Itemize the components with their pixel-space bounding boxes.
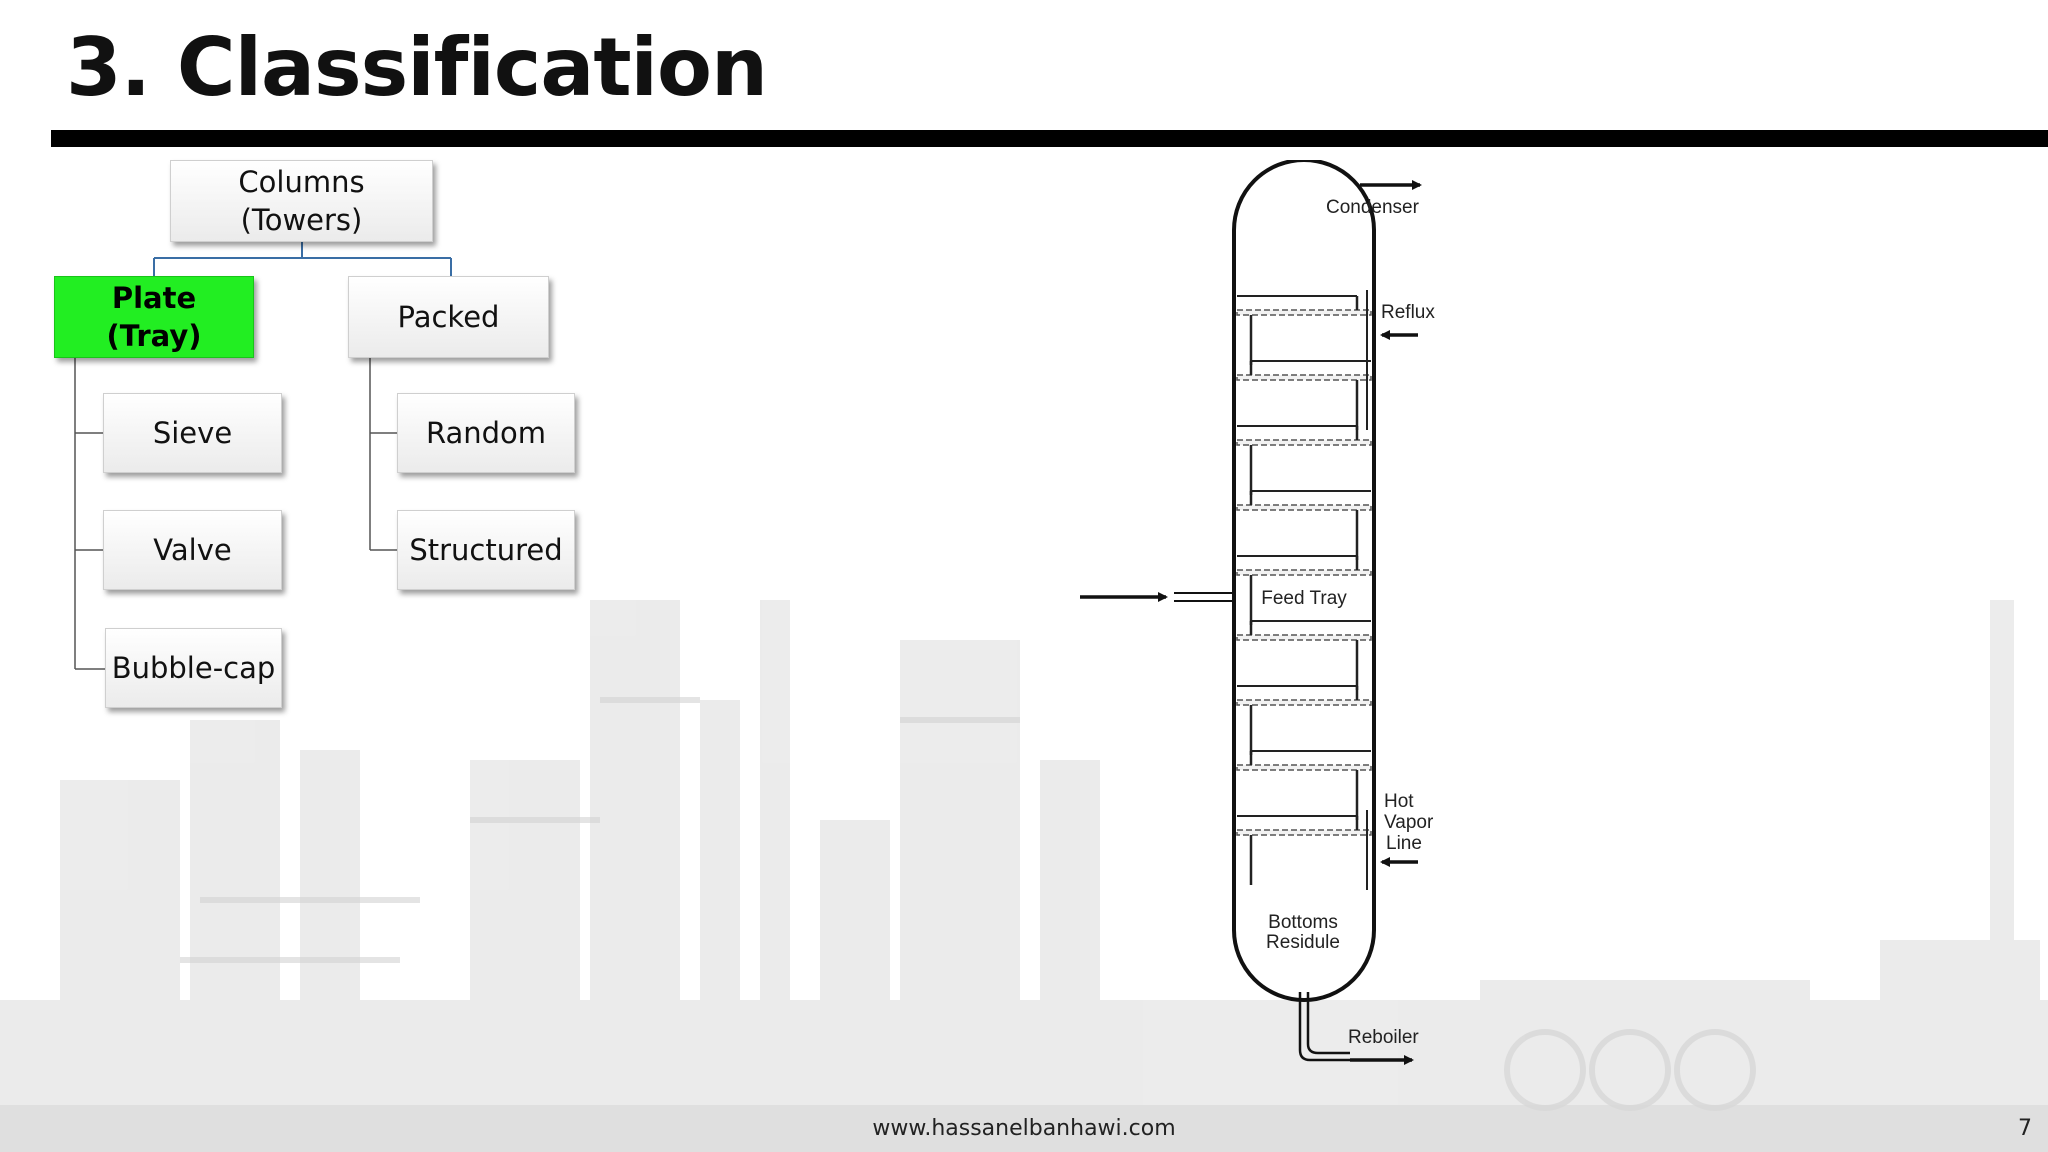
tray-deck — [1236, 309, 1372, 316]
page-number: 7 — [2018, 1116, 2032, 1141]
slide-title: 3. Classification — [66, 21, 768, 114]
tray-downcomer — [1249, 426, 1359, 495]
plate-tray-label: Plate (Tray) — [106, 281, 202, 353]
feed-line — [1174, 592, 1234, 602]
footer-website[interactable]: www.hassanelbanhawi.com — [872, 1116, 1176, 1141]
reflux-label: Reflux — [1381, 302, 1435, 323]
bubble-cap-label: Bubble-cap — [111, 651, 276, 685]
tray-deck — [1236, 699, 1372, 706]
tray-stack — [1236, 290, 1372, 890]
hot-vapor-label-3: Line — [1386, 833, 1422, 854]
packed-label: Packed — [397, 300, 500, 334]
valve-label: Valve — [153, 533, 232, 567]
tray-downcomer — [1249, 816, 1359, 885]
bubble-cap-node: Bubble-cap — [105, 628, 282, 708]
structured-node: Structured — [397, 510, 575, 590]
bottoms-label-2: Residule — [1266, 932, 1340, 953]
tray-downcomer — [1249, 751, 1359, 820]
distillation-column-diagram: Condenser Reflux Feed Tray Hot Vapor Lin… — [1080, 160, 1435, 1065]
condenser-label: Condenser — [1326, 197, 1420, 218]
packed-node: Packed — [348, 276, 549, 358]
structured-label: Structured — [409, 533, 563, 567]
sieve-node: Sieve — [103, 393, 282, 473]
feed-tray-label: Feed Tray — [1261, 588, 1347, 609]
valve-node: Valve — [103, 510, 282, 590]
tray-deck — [1236, 569, 1372, 576]
title-divider — [51, 130, 2048, 147]
tray-downcomer — [1249, 491, 1359, 560]
tray-downcomer — [1249, 556, 1359, 625]
tray-deck — [1236, 439, 1372, 446]
reboiler-label: Reboiler — [1348, 1027, 1419, 1048]
tray-downcomer — [1249, 296, 1359, 365]
tray-deck — [1236, 829, 1372, 836]
tray-downcomer — [1249, 361, 1359, 430]
columns-towers-label: Columns (Towers) — [238, 165, 365, 237]
sieve-label: Sieve — [152, 416, 233, 450]
random-label: Random — [425, 416, 547, 450]
tray-downcomer — [1249, 621, 1359, 690]
tray-deck — [1236, 634, 1372, 641]
tray-downcomer — [1249, 686, 1359, 755]
reboiler-line — [1298, 992, 1350, 1062]
hot-vapor-label-1: Hot — [1384, 791, 1414, 812]
columns-towers-node: Columns (Towers) — [170, 160, 433, 242]
plate-tray-node: Plate (Tray) — [54, 276, 254, 358]
tray-deck — [1236, 374, 1372, 381]
bottoms-label-1: Bottoms — [1268, 912, 1338, 933]
column-shell — [1232, 160, 1376, 1002]
tray-deck — [1236, 764, 1372, 771]
tray-deck — [1236, 504, 1372, 511]
random-node: Random — [397, 393, 575, 473]
hot-vapor-label-2: Vapor — [1384, 812, 1434, 833]
